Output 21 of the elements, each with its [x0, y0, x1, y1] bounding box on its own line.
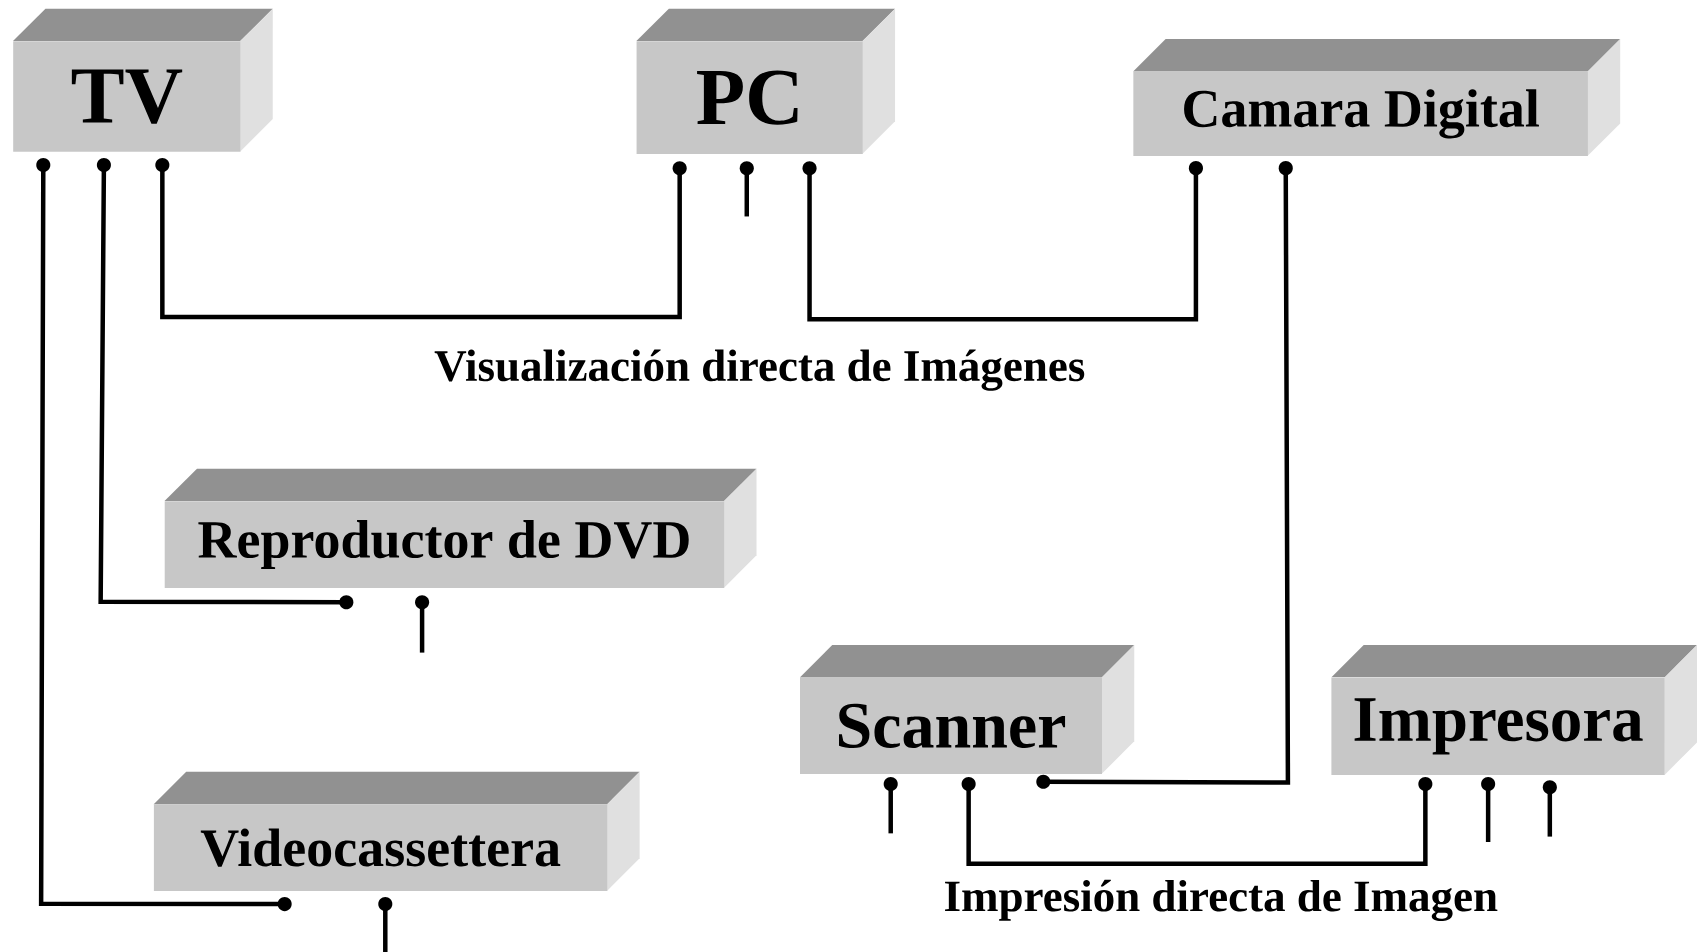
device-box: Camara Digital	[1133, 38, 1621, 156]
connector-line	[155, 157, 687, 320]
connector-line	[961, 776, 1433, 866]
connector-line	[1036, 160, 1293, 789]
connector-line	[883, 776, 898, 834]
device-box: PC	[636, 8, 896, 154]
connector-line	[1481, 776, 1496, 842]
connector-line	[415, 594, 430, 653]
connector-line	[36, 157, 292, 911]
device-box: Scanner	[799, 644, 1135, 774]
caption-text: Impresión directa de Imagen	[945, 879, 1498, 921]
connector-line	[96, 157, 354, 609]
connector-line	[739, 160, 754, 217]
device-box: Videocassettera	[153, 771, 640, 891]
connector-line	[1542, 780, 1557, 837]
device-box: TV	[13, 8, 273, 152]
device-box: Reproductor de DVD	[164, 468, 757, 588]
caption-text: Visualización directa de Imágenes	[434, 349, 1085, 391]
connector-line	[378, 896, 393, 952]
device-box: Impresora	[1331, 644, 1697, 775]
connector-line	[802, 160, 1203, 322]
